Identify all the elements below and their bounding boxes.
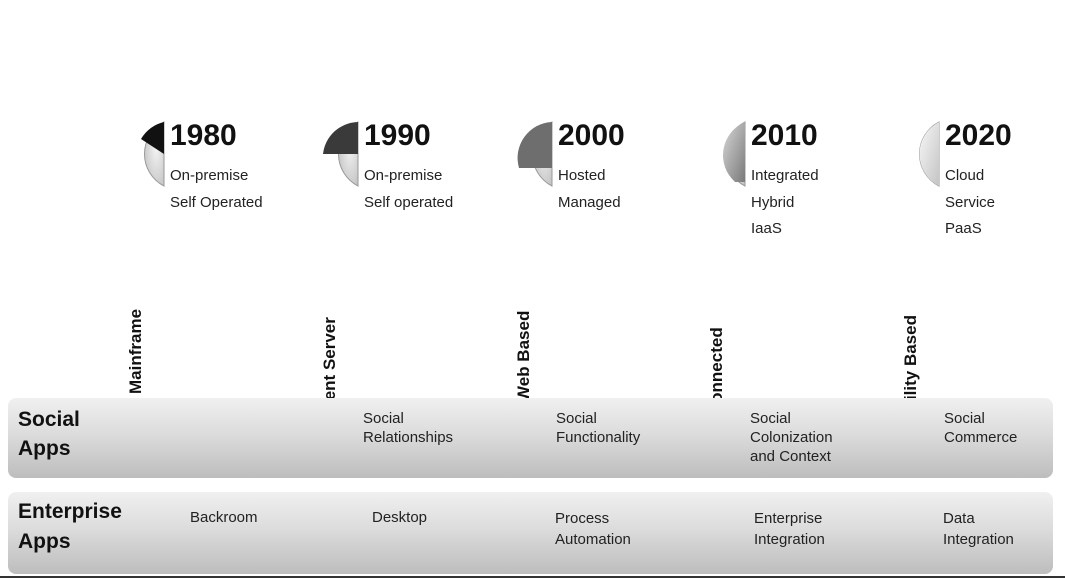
band-heading: Apps: [18, 530, 71, 553]
era-label: Client Server: [320, 317, 339, 422]
era-label: Utility Based: [901, 315, 920, 418]
half-disk-icon: [918, 121, 940, 187]
era-year: 2010: [751, 119, 818, 152]
band-cell: Relationships: [363, 429, 454, 446]
era-1990: 1990 On-premise Self operated Client Ser…: [318, 118, 508, 422]
era-year: 2020: [945, 119, 1012, 152]
band-cell: Colonization: [750, 429, 833, 446]
era-attribute: Integrated: [751, 167, 819, 184]
social-apps-band: Social Apps Social Relationships Social …: [8, 398, 1053, 478]
band-cell: Desktop: [372, 509, 428, 526]
era-year: 1980: [170, 119, 237, 152]
era-2000: 2000 Hosted Managed Web Based: [512, 118, 702, 402]
half-disk-icon: [722, 121, 746, 187]
bottom-divider: [0, 576, 1065, 578]
band-cell: Backroom: [190, 509, 258, 526]
era-attribute: PaaS: [945, 220, 982, 237]
enterprise-apps-band: Enterprise Apps Backroom Desktop Process…: [8, 492, 1053, 574]
era-label: Web Based: [514, 310, 533, 402]
band-cell: Social: [363, 410, 404, 427]
band-heading: Apps: [18, 437, 71, 460]
band-cell: Enterprise: [754, 510, 823, 527]
band-heading: Social: [18, 408, 80, 431]
era-year: 1990: [364, 119, 431, 152]
band-cell: Social: [944, 410, 985, 427]
era-label: Mainframe: [126, 308, 145, 394]
half-disk-icon: [323, 121, 359, 187]
half-disk-icon: [517, 121, 553, 187]
band-cell: Functionality: [556, 429, 641, 446]
era-attribute: Self operated: [364, 194, 454, 211]
era-2010: 2010 Integrated Hybrid IaaS Cloud Connec…: [705, 118, 895, 468]
half-disk-icon: [141, 121, 165, 187]
band-cell: Integration: [943, 531, 1014, 548]
band-cell: Social: [750, 410, 791, 427]
band-cell: Commerce: [944, 429, 1018, 446]
band-cell: Integration: [754, 531, 825, 548]
era-attribute: On-premise: [170, 167, 249, 184]
era-year: 2000: [558, 119, 625, 152]
band-cell: Data: [943, 510, 975, 527]
band-heading: Enterprise: [18, 500, 122, 523]
band-cell: and Context: [750, 448, 831, 465]
band-cell: Process: [555, 510, 610, 527]
era-attribute: Hybrid: [751, 194, 795, 211]
era-attribute: Self Operated: [170, 194, 263, 211]
era-attribute: Managed: [558, 194, 621, 211]
era-attribute: Hosted: [558, 167, 606, 184]
band-cell: Social: [556, 410, 597, 427]
band-cell: Automation: [555, 531, 631, 548]
era-attribute: Service: [945, 194, 996, 211]
era-attribute: On-premise: [364, 167, 443, 184]
era-1980: 1980 On-premise Self Operated Mainframe: [124, 118, 314, 394]
era-2020: 2020 Cloud Service PaaS Utility Based: [899, 118, 1065, 418]
era-attribute: Cloud: [945, 167, 985, 184]
era-attribute: IaaS: [751, 220, 782, 237]
